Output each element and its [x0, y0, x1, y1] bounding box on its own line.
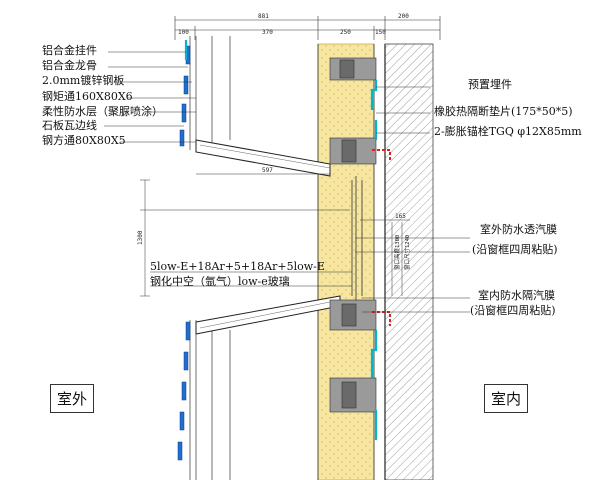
label-rubber-pad: 橡胶热隔断垫片(175*50*5) — [434, 105, 573, 118]
label-anchor-bolt: 2-膨胀锚栓TGQ φ12X85mm — [434, 125, 582, 138]
label-outer-membrane: 室外防水透汽膜 — [480, 223, 557, 236]
label-rect-steel: 钢矩通160X80X6 — [42, 90, 133, 103]
dim-slab: 597 — [262, 167, 273, 174]
zone-inside: 室内 — [484, 384, 529, 413]
leader-lines-right — [355, 86, 470, 313]
dim-c: 250 — [340, 29, 351, 36]
dim-vert-b: 窗口尺寸1240 — [403, 235, 411, 270]
zone-outside: 室外 — [50, 384, 95, 413]
label-inner-membrane-note: (沿窗框四周粘贴) — [470, 304, 556, 317]
label-glass-spec: 5low-E+18Ar+5+18Ar+5low-E — [150, 260, 325, 273]
stone-panels-top — [179, 45, 191, 147]
brackets — [329, 57, 377, 413]
upper-slab — [195, 139, 331, 177]
facade-frame — [189, 36, 231, 480]
dim-glass-zone: 1300 — [137, 230, 144, 245]
label-slate-edge: 石板瓦边线 — [42, 119, 97, 132]
label-square-steel: 钢方通80X80X5 — [42, 134, 126, 147]
inner-dimensions — [140, 173, 410, 297]
dim-small: 165 — [395, 213, 406, 220]
label-glass-type: 钢化中空（氩气）low-e玻璃 — [150, 275, 290, 288]
top-dimension-line — [174, 16, 441, 40]
dim-overall: 881 — [258, 13, 269, 20]
label-aluminum-hanger: 铝合金挂件 — [42, 44, 97, 57]
label-inner-membrane: 室内防水隔汽膜 — [478, 289, 555, 302]
insulation-layer — [317, 43, 375, 480]
leader-lines-left — [104, 51, 352, 287]
stone-panels-bottom — [177, 321, 191, 461]
dim-a: 100 — [178, 29, 189, 36]
label-galvanized-plate: 2.0mm镀锌钢板 — [42, 74, 125, 87]
label-embedded-part: 预置埋件 — [468, 78, 512, 91]
dim-right: 200 — [398, 13, 409, 20]
concrete-wall — [384, 43, 434, 480]
waterproof-membrane — [184, 40, 378, 440]
dim-b: 370 — [262, 29, 273, 36]
label-aluminum-keel: 铝合金龙骨 — [42, 59, 97, 72]
dim-d: 150 — [375, 29, 386, 36]
dim-vert-a: 窗口高度1300 — [393, 235, 401, 270]
label-outer-membrane-note: (沿窗框四周粘贴) — [472, 243, 558, 256]
label-flexible-waterproof: 柔性防水层（聚脲喷涂） — [42, 105, 163, 118]
